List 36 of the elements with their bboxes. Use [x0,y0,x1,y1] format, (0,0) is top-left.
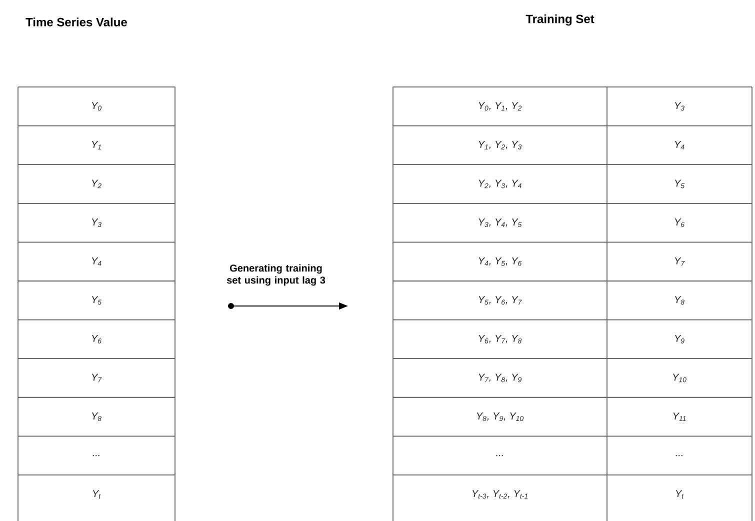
cell-text: Y$_{2}$ [92,180,102,188]
heading: Time Series Value [26,18,127,26]
cell-text: Y$_{t}$ [676,490,684,499]
cell-text: Y$_{11}$ [673,412,686,421]
cell-text: Y$_{4}$ [92,257,102,266]
cell-text: ... [92,455,100,456]
cell-text: ... [496,455,503,456]
cell-text: Y$_{10}$ [673,374,686,382]
cell-text: ... [676,455,682,456]
cell-text: Y$_{0}$, Y$_{1}$, Y$_{2}$ [478,102,522,111]
cell-text: Y$_{6}$, Y$_{7}$, Y$_{8}$ [478,334,522,344]
cell-text: Y$_{3}$ [92,218,102,227]
cell-text: Y$_{0}$ [92,102,102,111]
cell-text: Y$_{8}$ [92,412,102,421]
cell-text: Y$_{8}$, Y$_{9}$, Y$_{10}$ [476,412,524,421]
cell-text: Y$_{7}$, Y$_{8}$, Y$_{9}$ [478,374,522,382]
cell-text: Y$_{3}$ [675,102,684,111]
arrow-label: Generating training set using input lag 3 [226,264,326,286]
cell-text: Y$_{t}$ [92,490,101,499]
cell-text: Y$_{6}$ [92,334,102,344]
cell-text: Y$_{8}$ [675,296,684,305]
cell-text: Y$_{5}$, Y$_{6}$, Y$_{7}$ [478,296,522,305]
cell-text: Y$_{1}$ [92,141,101,150]
cell-text: Y$_{9}$ [675,334,684,344]
cell-text: Y$_{2}$, Y$_{3}$, Y$_{4}$ [478,180,522,188]
cell-text: Y$_{3}$, Y$_{4}$, Y$_{5}$ [478,218,522,227]
cell-text: Y$_{4}$, Y$_{5}$, Y$_{6}$ [478,257,522,266]
heading: Training Set [526,14,594,26]
cell-text: Y$_{1}$, Y$_{2}$, Y$_{3}$ [478,140,522,150]
cell-text: Y$_{t-3}$, Y$_{t-2}$, Y$_{t-1}$ [472,490,528,499]
cell-text: Y$_{7}$ [92,374,102,382]
cell-text: Y$_{5}$ [675,180,685,188]
cell-text: Y$_{6}$ [675,218,685,227]
cell-text: Y$_{5}$ [92,296,102,305]
cell-text: Y$_{4}$ [675,141,684,150]
cell-text: Y$_{7}$ [675,257,685,266]
